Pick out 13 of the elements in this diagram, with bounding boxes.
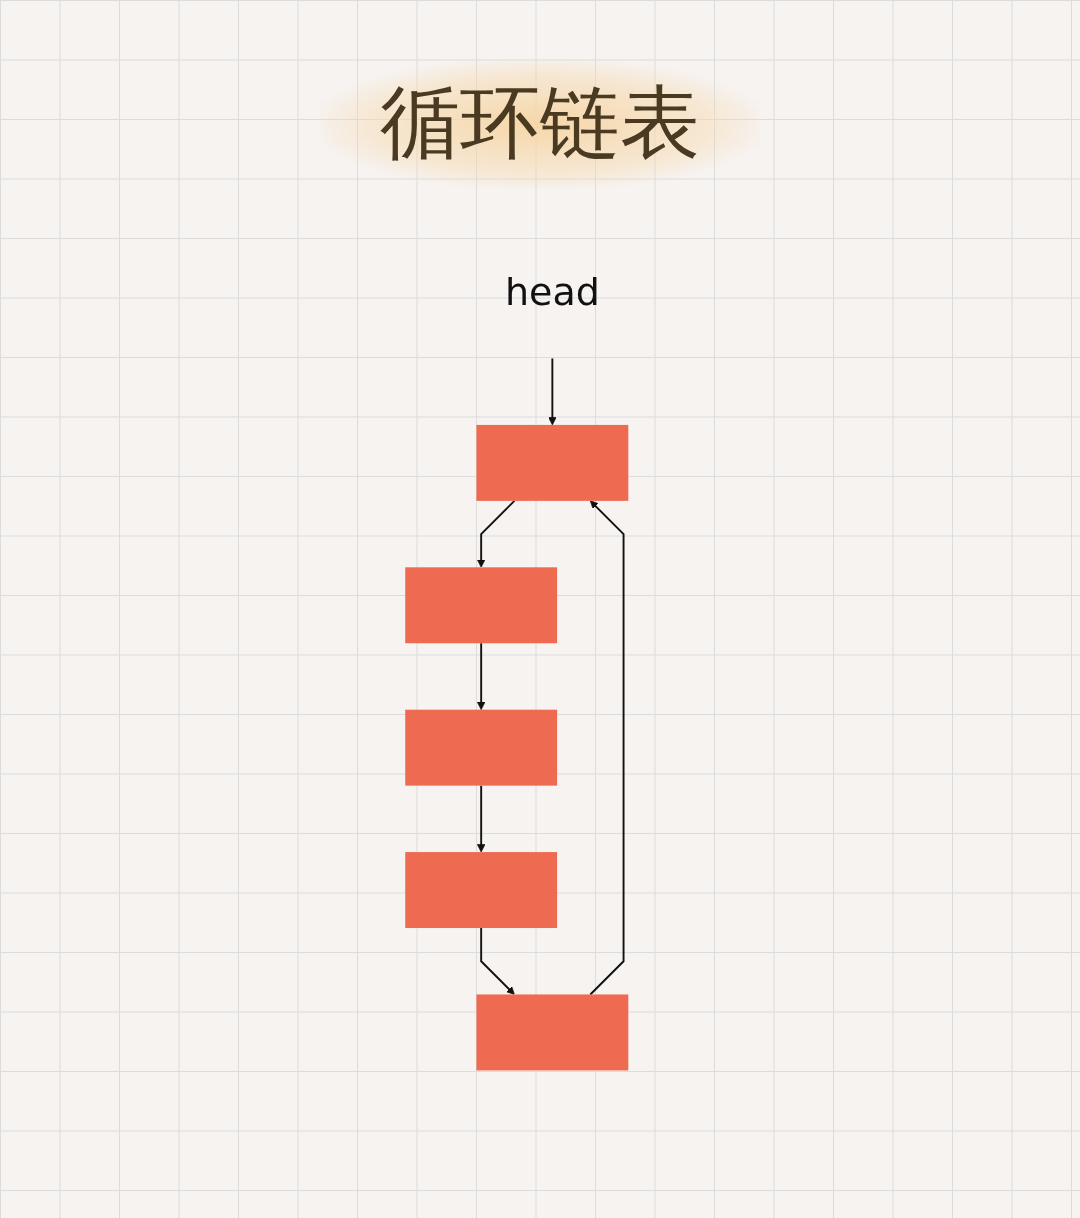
node-text: head [504, 270, 600, 314]
arrow [476, 642, 485, 711]
arrow [476, 499, 515, 568]
arrow [476, 784, 485, 853]
title: 循环链表 [320, 60, 760, 188]
node-box [404, 709, 557, 786]
arrow [547, 357, 557, 426]
arrow [479, 927, 515, 995]
node-box [475, 424, 628, 501]
node-box [404, 567, 557, 644]
node-box [475, 994, 628, 1071]
arrow [588, 500, 625, 996]
node-box [404, 852, 557, 928]
